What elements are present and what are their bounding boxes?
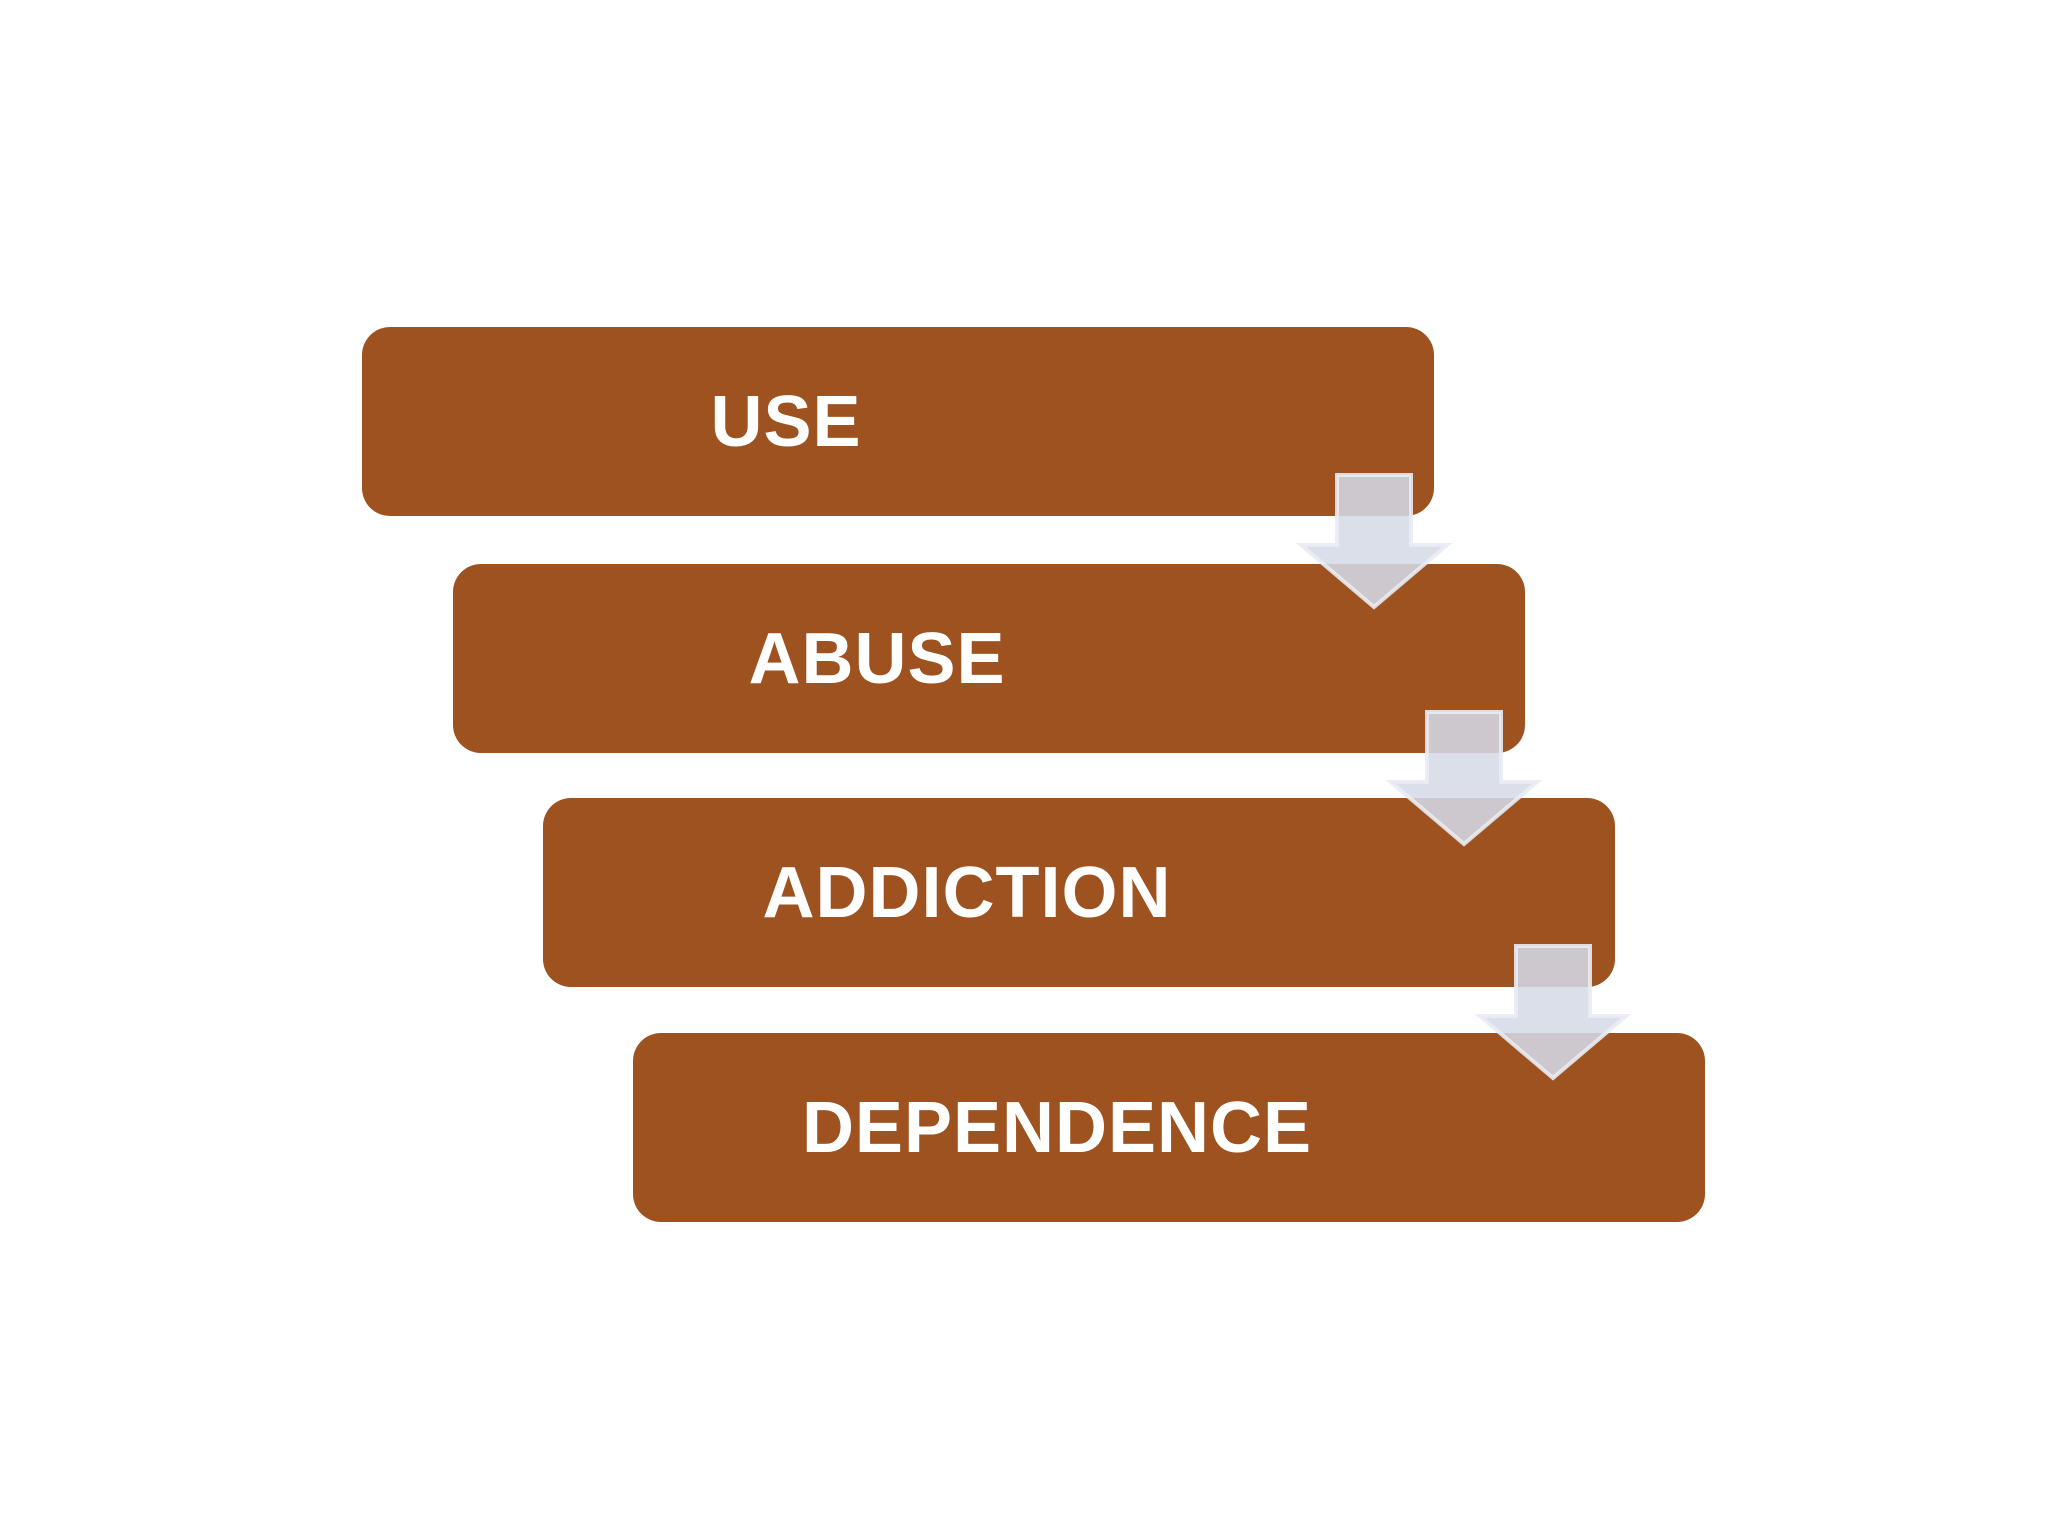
step-label-addiction: ADDICTION — [762, 852, 1172, 933]
step-label-zone: ABUSE — [453, 618, 1301, 700]
step-label-abuse: ABUSE — [748, 618, 1006, 699]
step-label-use: USE — [710, 381, 862, 462]
step-box-abuse: ABUSE — [453, 564, 1525, 753]
step-label-zone: USE — [362, 381, 1210, 463]
step-box-addiction: ADDICTION — [543, 798, 1615, 987]
step-label-dependence: DEPENDENCE — [801, 1087, 1313, 1168]
step-label-zone: DEPENDENCE — [633, 1087, 1481, 1169]
step-label-zone: ADDICTION — [543, 852, 1391, 934]
step-box-use: USE — [362, 327, 1434, 516]
step-box-dependence: DEPENDENCE — [633, 1033, 1705, 1222]
